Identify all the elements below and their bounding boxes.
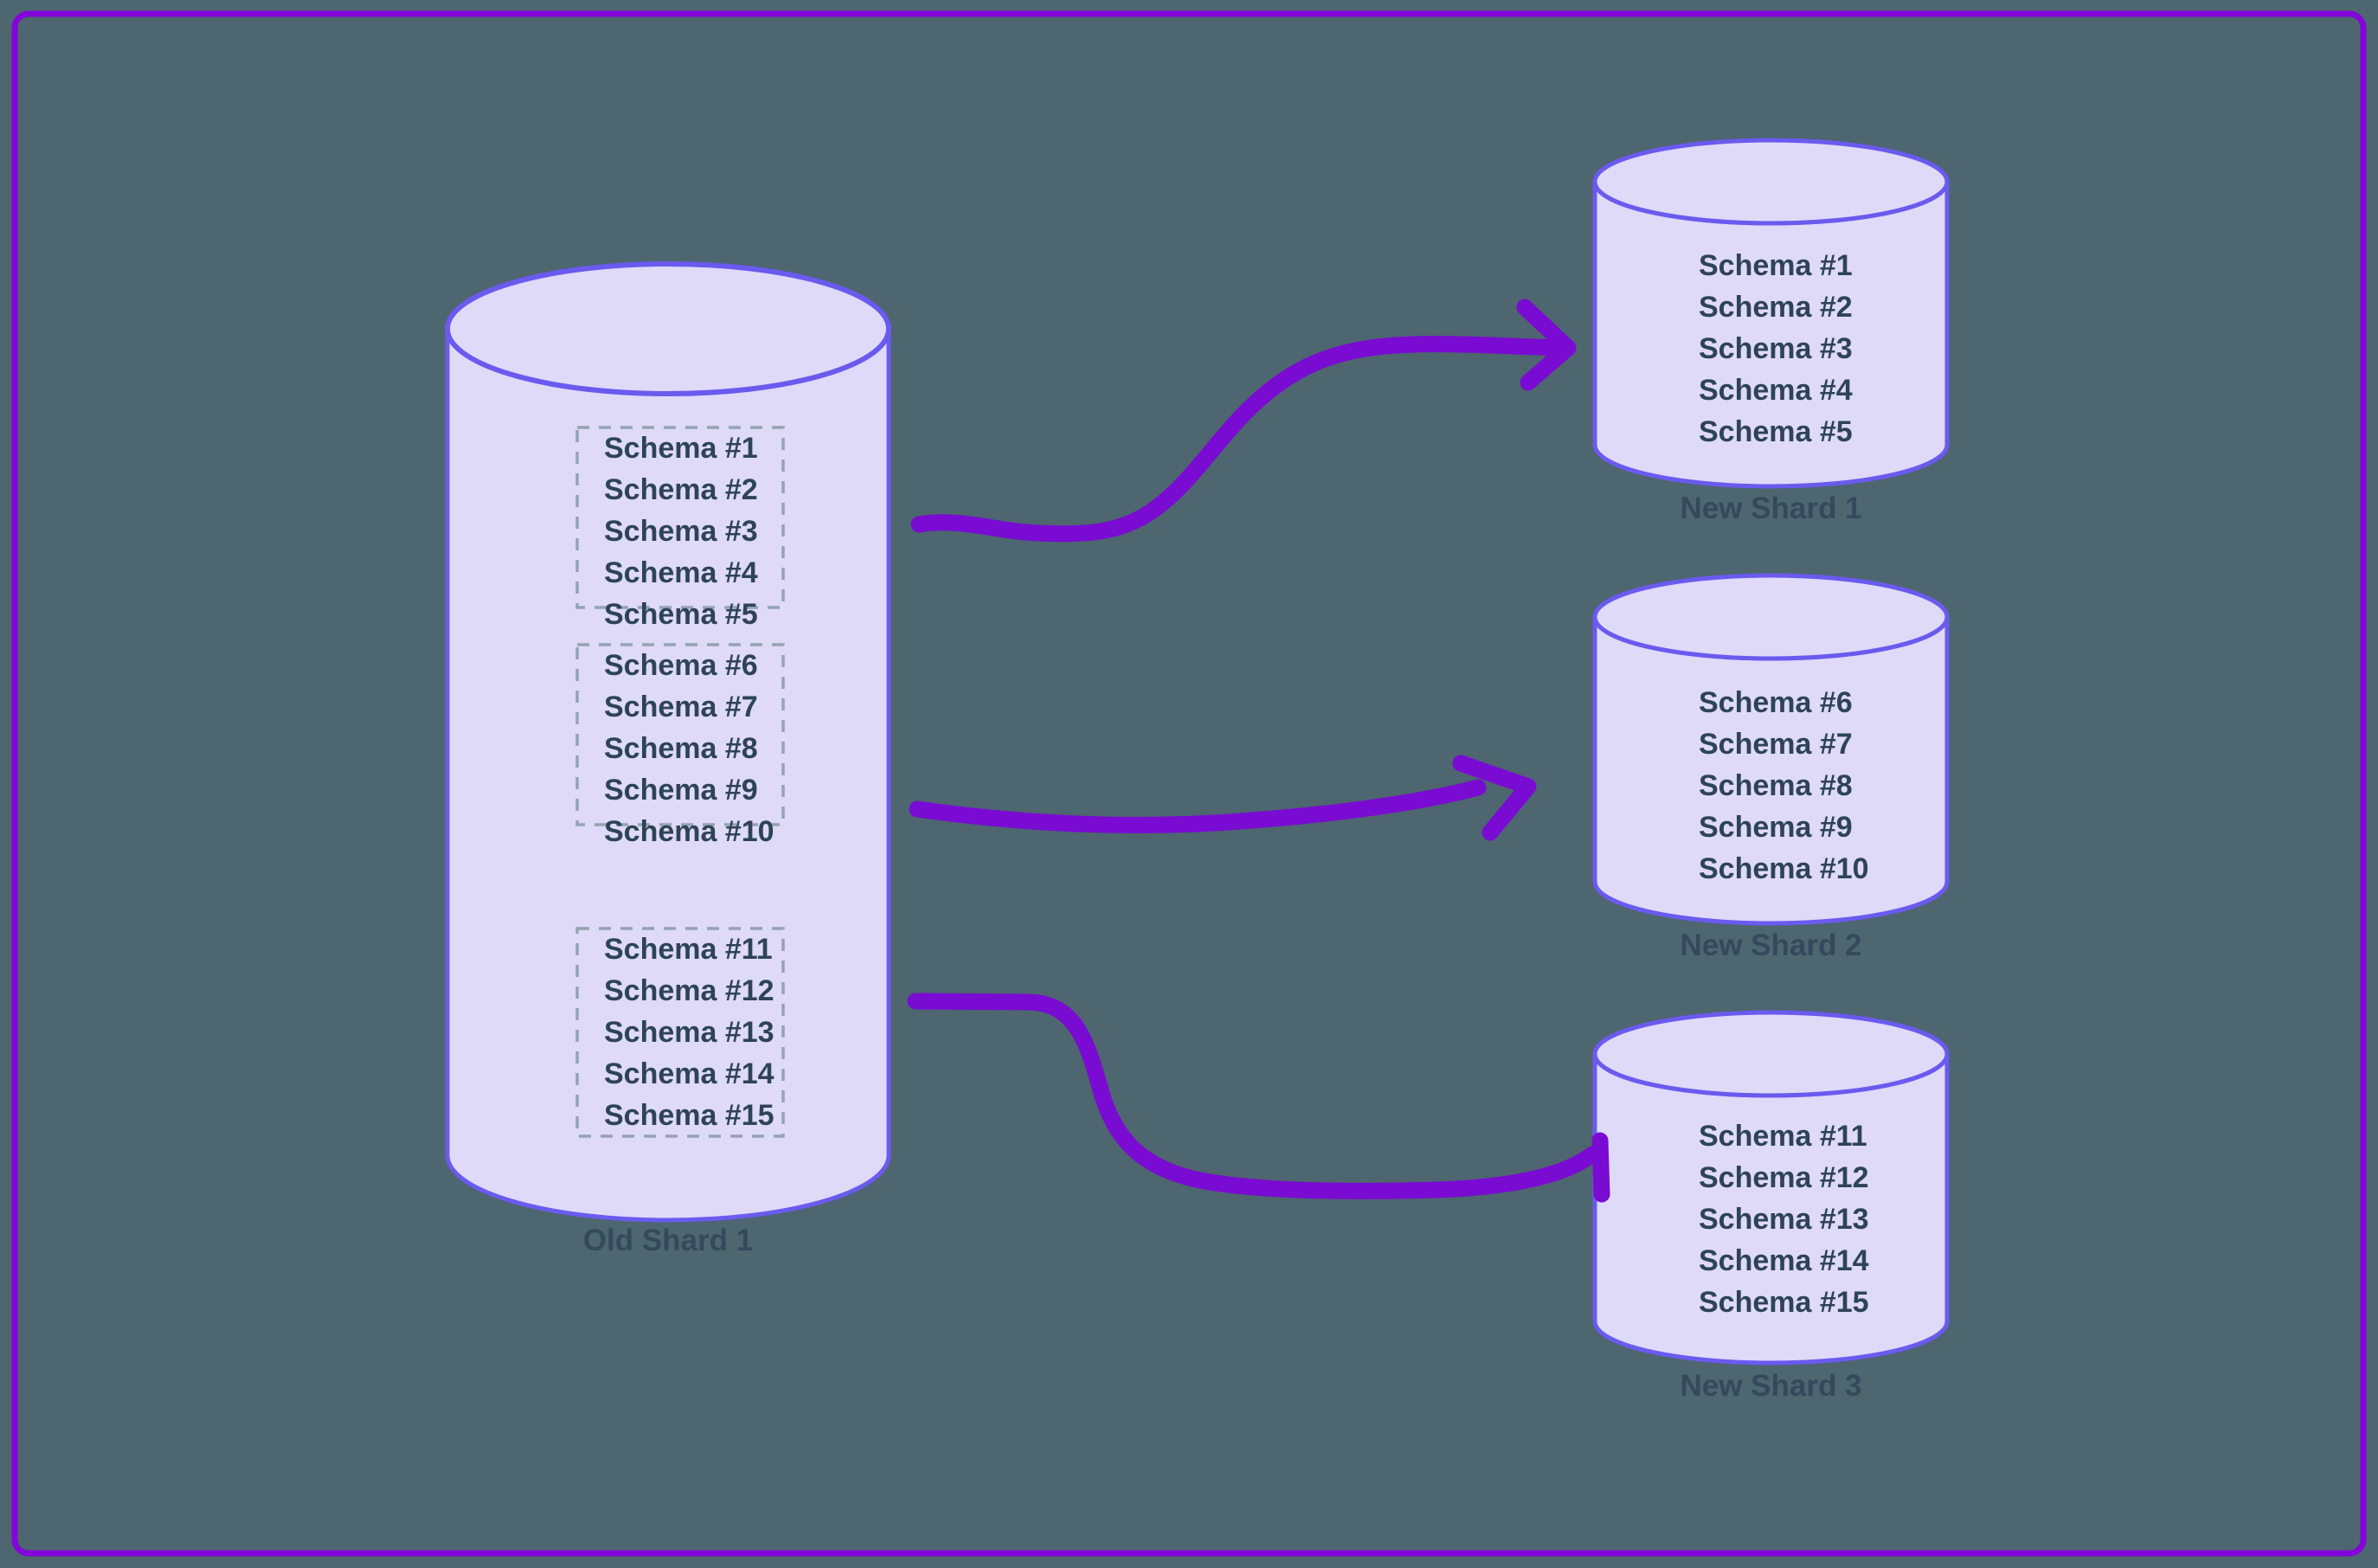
new-shard-3-cylinder <box>1592 1010 1950 1366</box>
schema-item: Schema #1 <box>604 432 758 465</box>
arrow-old-to-new-shard-3 <box>907 993 1610 1203</box>
schema-group-box-1 <box>575 426 785 609</box>
old-shard-label: Old Shard 1 <box>582 1224 754 1257</box>
schema-group-box-2 <box>575 643 785 826</box>
schema-item: Schema #12 <box>1699 1161 1869 1194</box>
schema-item: Schema #6 <box>1699 686 1853 719</box>
schema-item: Schema #14 <box>604 1057 774 1090</box>
schema-item: Schema #7 <box>1699 728 1853 761</box>
schema-item: Schema #4 <box>1699 374 1853 407</box>
old-shard-cylinder <box>445 261 891 1223</box>
schema-item: Schema #8 <box>1699 769 1853 802</box>
schema-item: Schema #7 <box>604 691 758 723</box>
new-shard-1-cylinder <box>1592 138 1950 489</box>
frame-border <box>11 10 2367 1557</box>
schema-item: Schema #13 <box>604 1016 774 1049</box>
schema-item: Schema #13 <box>1699 1203 1869 1236</box>
schema-item: Schema #15 <box>1699 1286 1869 1319</box>
schema-item: Schema #2 <box>1699 291 1853 324</box>
schema-item: Schema #11 <box>1699 1120 1867 1153</box>
schema-item: Schema #10 <box>604 815 774 848</box>
new-shard-3-schemas: Schema #11 Schema #12 Schema #13 Schema … <box>1699 1115 1941 1323</box>
old-shard-group-1: Schema #1 Schema #2 Schema #3 Schema #4 … <box>577 427 783 631</box>
new-shard-2-cylinder <box>1592 573 1950 926</box>
schema-item: Schema #2 <box>604 473 758 506</box>
schema-item: Schema #15 <box>604 1099 774 1132</box>
new-shard-2-schemas: Schema #6 Schema #7 Schema #8 Schema #9 … <box>1699 682 1941 890</box>
new-shard-1-label: New Shard 1 <box>1680 492 1862 525</box>
schema-item: Schema #4 <box>604 556 758 589</box>
schema-item: Schema #14 <box>1699 1244 1869 1277</box>
new-shard-2-label: New Shard 2 <box>1680 929 1862 962</box>
new-shard-1-schemas: Schema #1 Schema #2 Schema #3 Schema #4 … <box>1699 245 1941 453</box>
schema-item: Schema #12 <box>604 974 774 1007</box>
old-shard-group-2: Schema #6 Schema #7 Schema #8 Schema #9 … <box>577 645 783 848</box>
schema-group-box-3 <box>575 927 785 1138</box>
new-shard-3-label: New Shard 3 <box>1680 1369 1862 1403</box>
schema-item: Schema #6 <box>604 649 758 682</box>
old-shard-group-3: Schema #11 Schema #12 Schema #13 Schema … <box>577 929 783 1136</box>
arrow-old-to-new-shard-1 <box>910 299 1577 543</box>
schema-item: Schema #1 <box>1699 249 1853 282</box>
schema-item: Schema #9 <box>604 774 758 806</box>
schema-item: Schema #9 <box>1699 811 1853 844</box>
schema-item: Schema #3 <box>604 515 758 548</box>
schema-item: Schema #5 <box>604 598 758 631</box>
schema-item: Schema #11 <box>604 933 773 966</box>
schema-item: Schema #8 <box>604 732 758 765</box>
schema-item: Schema #10 <box>1699 852 1869 885</box>
schema-item: Schema #3 <box>1699 332 1853 365</box>
schema-item: Schema #5 <box>1699 415 1853 448</box>
arrow-old-to-new-shard-2 <box>909 755 1537 841</box>
